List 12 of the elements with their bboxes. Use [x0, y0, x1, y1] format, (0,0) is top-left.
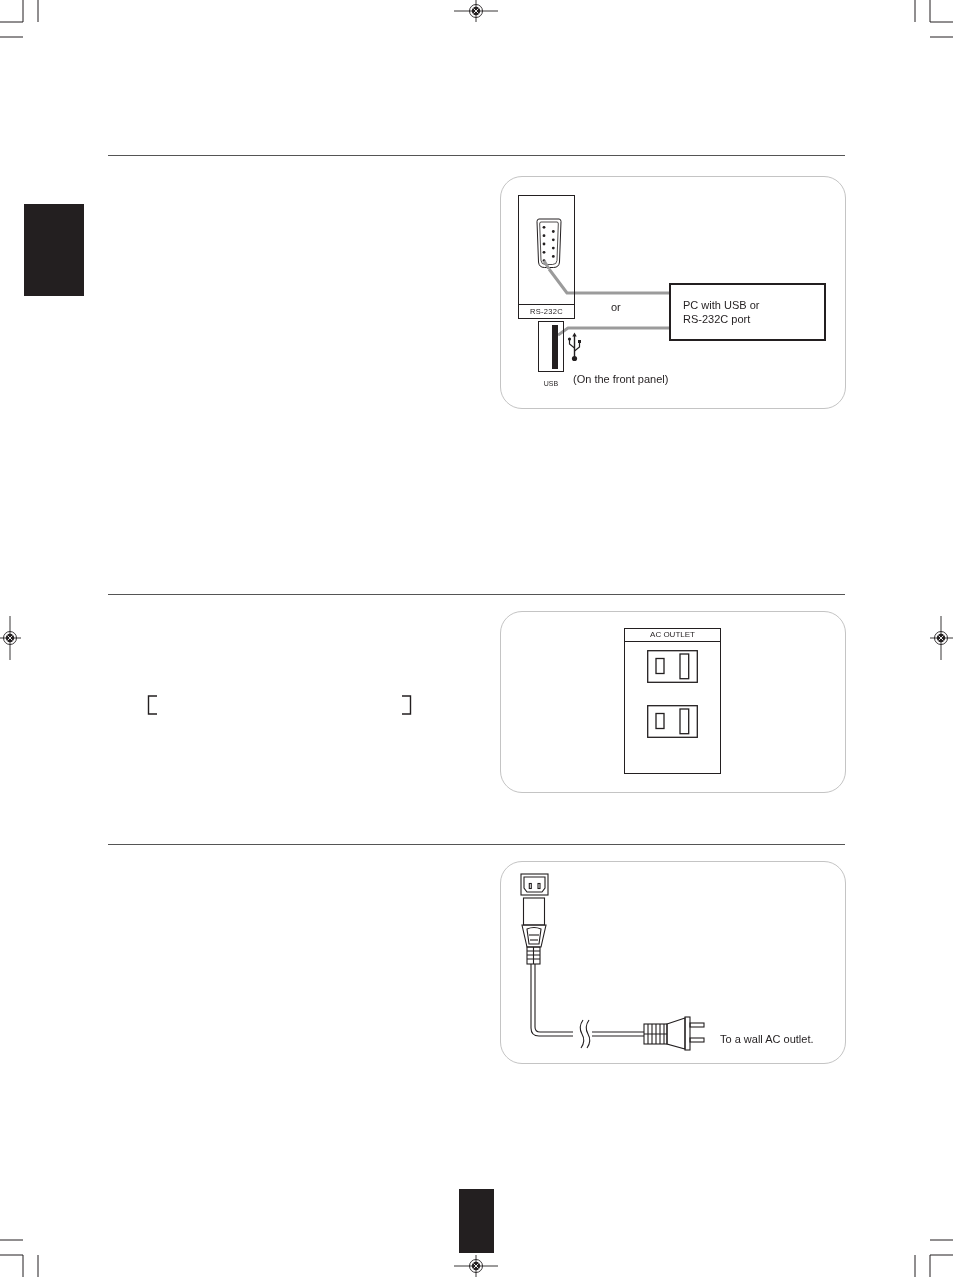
rear-panel	[518, 195, 575, 319]
panel-heading: AC OUTLET	[625, 629, 720, 642]
cord-caption: To a wall AC outlet.	[720, 1033, 814, 1046]
cable-line	[557, 326, 669, 337]
computer-box	[669, 283, 826, 341]
location-note: (On the front panel)	[573, 373, 669, 386]
serial-connector	[535, 217, 562, 269]
choice-label: or	[611, 301, 621, 314]
outlet-panel	[624, 628, 721, 774]
box-text: PC with USB or RS-232C port	[683, 298, 761, 326]
usb-slot	[552, 325, 558, 369]
cable-line	[547, 268, 669, 295]
